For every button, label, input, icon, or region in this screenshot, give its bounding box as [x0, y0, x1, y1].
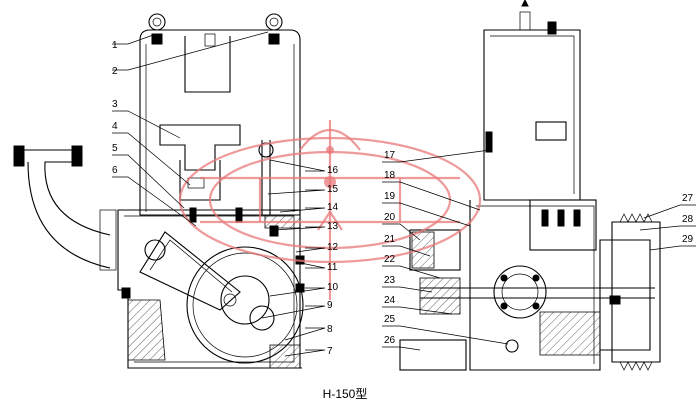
company-seal-watermark [178, 120, 482, 300]
callout-11: 11 [327, 262, 338, 273]
callout-16: 16 [327, 165, 339, 176]
callouts-left: 1 2 3 4 5 6 7 8 9 10 11 12 13 14 15 16 [112, 31, 339, 357]
callout-28: 28 [682, 214, 694, 225]
callout-15: 15 [327, 184, 339, 195]
callout-5: 5 [112, 143, 118, 154]
callout-3: 3 [112, 99, 118, 110]
callouts-right: 17 18 19 20 21 22 23 24 25 26 29 28 27 [382, 149, 696, 351]
right-side-view [399, 0, 661, 371]
callout-18: 18 [384, 170, 396, 181]
callout-26: 26 [384, 335, 396, 346]
callout-21: 21 [384, 234, 396, 245]
callout-29: 27 [682, 193, 694, 204]
callout-6: 6 [112, 165, 118, 176]
callout-2: 2 [112, 66, 118, 77]
diagram-caption: H-150型 [323, 387, 368, 401]
callout-4: 4 [112, 121, 118, 132]
callout-23: 23 [384, 275, 396, 286]
callout-8: 8 [327, 324, 333, 335]
callout-27: 29 [682, 234, 694, 245]
callout-12: 12 [327, 242, 339, 253]
callout-14: 14 [327, 202, 339, 213]
callout-1: 1 [112, 40, 118, 51]
callout-22: 22 [384, 254, 396, 265]
callout-20: 20 [384, 212, 396, 223]
callout-17: 17 [384, 150, 396, 161]
callout-19: 19 [384, 191, 396, 202]
callout-25: 25 [384, 314, 396, 325]
callout-24: 24 [384, 295, 396, 306]
callout-13: 13 [327, 221, 339, 232]
callout-10: 10 [327, 282, 339, 293]
callout-7: 7 [327, 346, 333, 357]
callout-9: 9 [327, 300, 333, 311]
